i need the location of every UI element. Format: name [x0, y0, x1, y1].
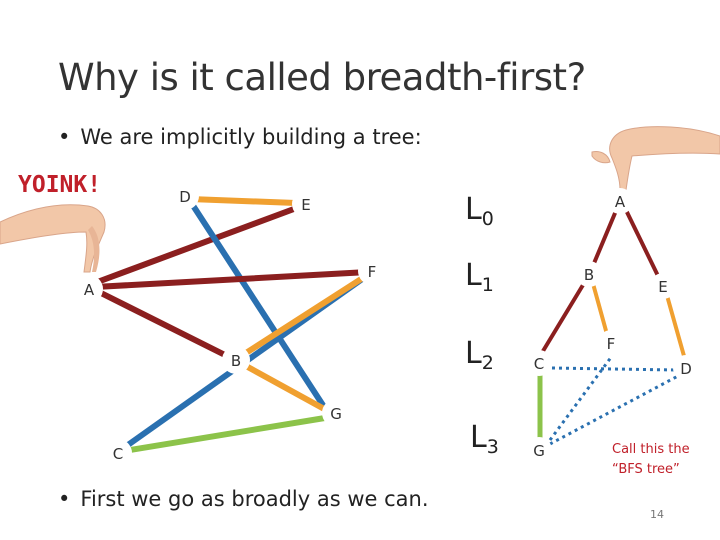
graph-node-f: F: [358, 257, 386, 285]
graph-node-label: F: [368, 263, 377, 281]
level-label-1: L1: [465, 258, 494, 296]
tree-node-a: A: [607, 188, 633, 214]
tree-dotted-g-d: [549, 374, 679, 446]
tree-nodes: A B E F C D G: [526, 188, 699, 463]
graph-node-label: C: [113, 445, 123, 463]
tree-edge-b-c: [538, 278, 588, 358]
bullet-text: First we go as broadly as we can.: [80, 487, 429, 511]
tree-dotted-c-d: [551, 366, 677, 372]
tree-edge-a-b: [590, 204, 620, 270]
edge-c-g: [115, 413, 340, 455]
edge-a-f: [92, 269, 371, 290]
graph-node-label: B: [231, 352, 241, 370]
graph-node-label: E: [301, 196, 310, 214]
page-number: 14: [650, 508, 664, 521]
graph-node-b: B: [222, 346, 250, 374]
slide-title: Why is it called breadth-first?: [58, 56, 586, 99]
graph-nodes: D E F A B G C: [75, 182, 386, 467]
tree-node-c: C: [526, 350, 552, 376]
bullet-marker: •: [58, 487, 71, 511]
tree-edge-a-e: [622, 204, 662, 282]
graph-node-label: G: [330, 405, 342, 423]
level-label-3: L3: [470, 420, 499, 458]
graph-node-d: D: [171, 182, 199, 210]
tree-node-label: E: [658, 278, 667, 296]
tree-node-label: B: [584, 266, 594, 284]
yoink-label: YOINK!: [18, 172, 102, 198]
level-labels: L0 L1 L2 L3: [465, 192, 499, 458]
tree-node-f: F: [598, 330, 624, 356]
level-label-2: L2: [465, 336, 494, 374]
level-label-0: L0: [465, 192, 494, 230]
hand-left-illustration: [0, 204, 106, 273]
edge-f-b: [232, 269, 375, 363]
bullet-building-tree: • We are implicitly building a tree:: [58, 125, 422, 149]
tree-node-e: E: [650, 273, 676, 299]
tree-edge-b-f: [590, 278, 610, 340]
graph-node-label: D: [179, 188, 191, 206]
tree-node-d: D: [673, 355, 699, 381]
edge-d-e: [187, 196, 299, 206]
edge-a-b: [92, 287, 238, 363]
tree-node-label: A: [615, 193, 626, 211]
graph-node-c: C: [104, 439, 132, 467]
graph-edges: [89, 196, 375, 455]
bullet-text: We are implicitly building a tree:: [80, 125, 422, 149]
tree-node-b: B: [576, 261, 602, 287]
tree-node-label: C: [534, 355, 544, 373]
tree-node-label: G: [533, 442, 545, 460]
bullet-marker: •: [58, 125, 71, 149]
graph-node-a: A: [75, 275, 103, 303]
edge-b-g: [232, 357, 340, 419]
bfs-tree-caption: Call this the “BFS tree”: [612, 442, 690, 477]
graph-node-g: G: [322, 399, 350, 427]
tree-node-label: F: [607, 335, 616, 353]
tree-edge-e-d: [664, 290, 686, 358]
tree-node-label: D: [680, 360, 692, 378]
bullet-broadly: • First we go as broadly as we can.: [58, 487, 429, 511]
hand-right-illustration: [591, 126, 720, 191]
edge-e-a: [89, 200, 313, 287]
edge-d-g: [189, 201, 333, 419]
tree-edges: [537, 204, 686, 446]
tree-node-g: G: [526, 437, 552, 463]
graph-node-label: A: [84, 281, 95, 299]
graph-node-e: E: [292, 190, 320, 218]
